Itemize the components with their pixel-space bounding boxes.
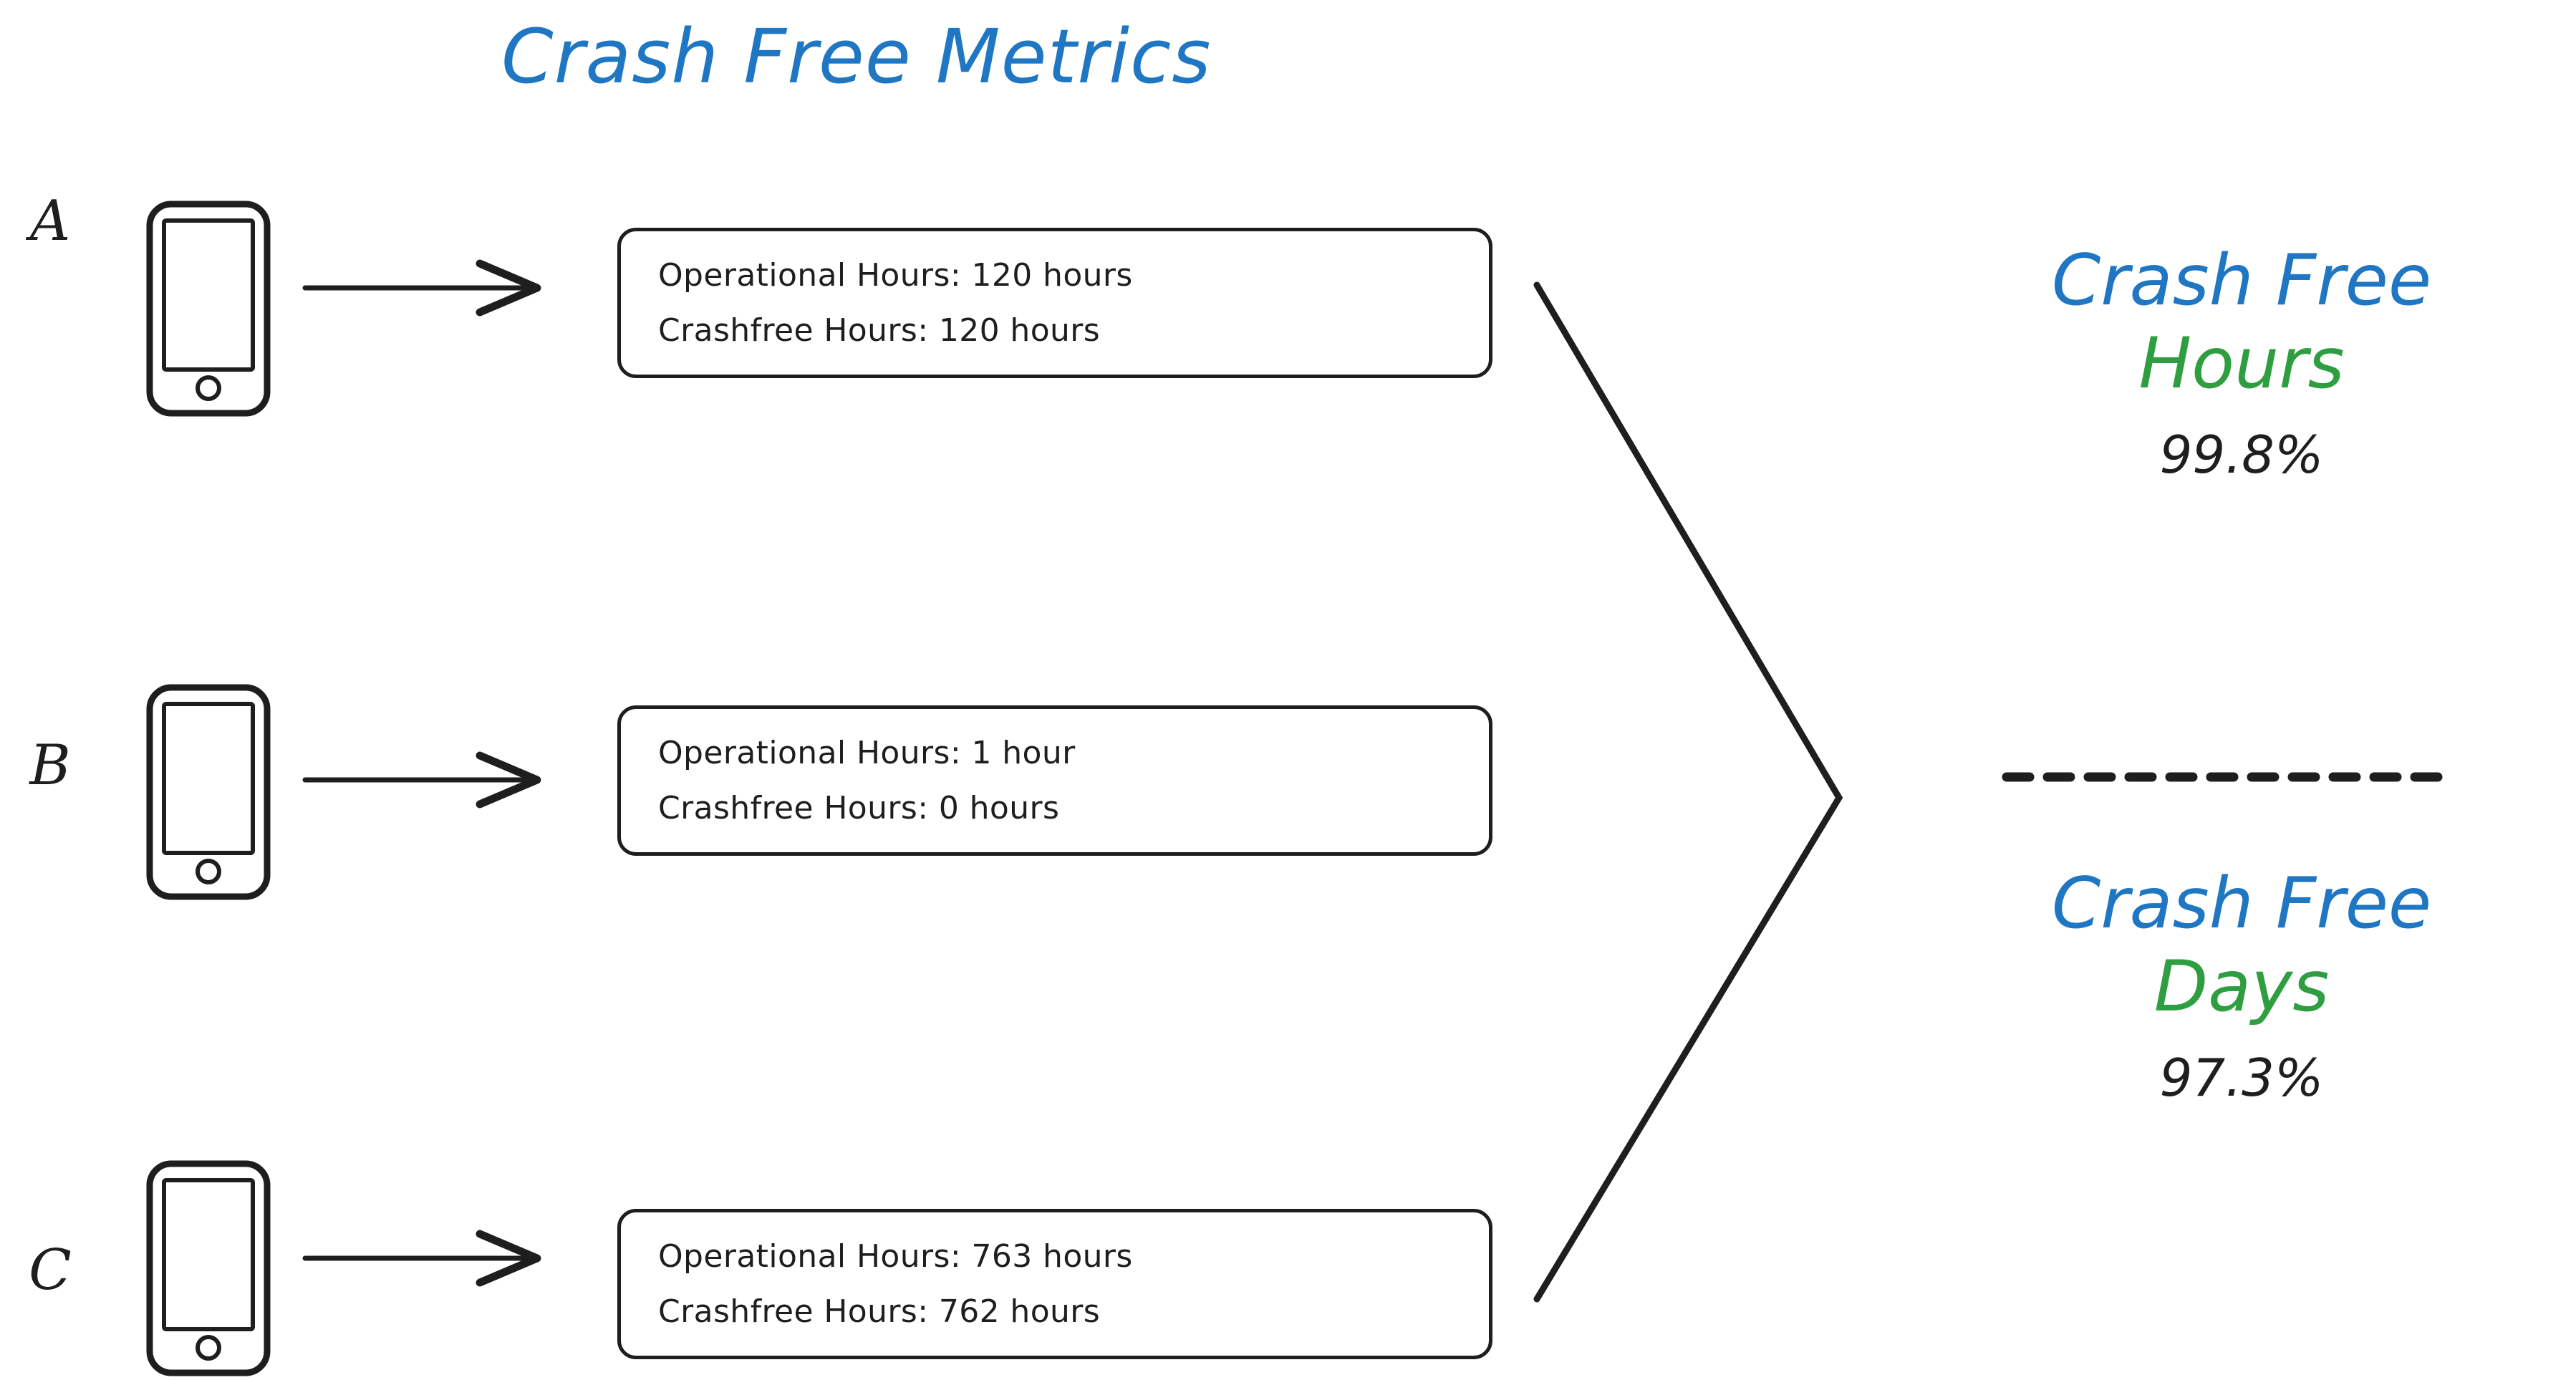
dashed-divider bbox=[2002, 772, 2446, 782]
mobile-phone-icon-a bbox=[145, 201, 271, 417]
crashfree-hours-c: Crashfree Hours: 762 hours bbox=[658, 1293, 1101, 1330]
operational-hours-b: Operational Hours: 1 hour bbox=[658, 735, 1076, 771]
result-unit-days: Days bbox=[2153, 945, 2330, 1028]
mobile-phone-icon-b bbox=[145, 684, 271, 900]
row-label-a: A bbox=[29, 189, 71, 254]
result-title-hours: Crash Free bbox=[2051, 240, 2432, 322]
arrow-right-icon-c bbox=[301, 1225, 559, 1289]
result-title-days: Crash Free bbox=[2051, 863, 2432, 945]
metrics-box-c: Operational Hours: 763 hours Crashfree H… bbox=[617, 1209, 1492, 1359]
row-label-b: B bbox=[29, 733, 71, 798]
result-crash-free-days: Crash Free Days 97.3% bbox=[1919, 863, 2564, 1109]
result-crash-free-hours: Crash Free Hours 99.8% bbox=[1919, 240, 2564, 486]
metrics-box-a: Operational Hours: 120 hours Crashfree H… bbox=[617, 228, 1492, 378]
crashfree-hours-b: Crashfree Hours: 0 hours bbox=[658, 790, 1060, 826]
operational-hours-c: Operational Hours: 763 hours bbox=[658, 1238, 1133, 1275]
result-value-days: 97.3% bbox=[2159, 1048, 2324, 1109]
page-title: Crash Free Metrics bbox=[501, 13, 1212, 100]
operational-hours-a: Operational Hours: 120 hours bbox=[658, 257, 1133, 294]
crashfree-hours-a: Crashfree Hours: 120 hours bbox=[658, 312, 1101, 349]
result-value-hours: 99.8% bbox=[2159, 425, 2324, 486]
row-label-c: C bbox=[29, 1238, 72, 1303]
converging-bracket-icon bbox=[1504, 265, 1876, 1318]
arrow-right-icon-b bbox=[301, 746, 559, 811]
metrics-box-b: Operational Hours: 1 hour Crashfree Hour… bbox=[617, 705, 1492, 856]
mobile-phone-icon-c bbox=[145, 1160, 271, 1376]
arrow-right-icon-a bbox=[301, 254, 559, 319]
result-unit-hours: Hours bbox=[2138, 322, 2345, 405]
